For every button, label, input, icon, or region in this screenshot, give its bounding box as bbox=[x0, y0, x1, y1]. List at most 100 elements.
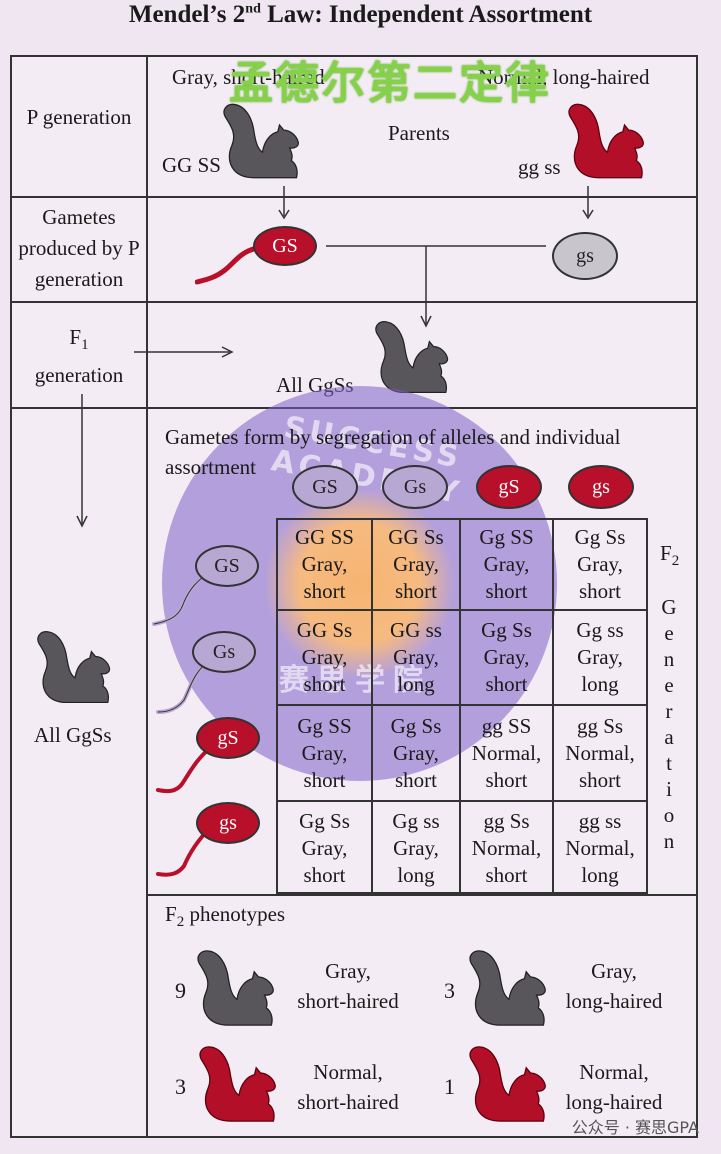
phenotype-label: Gray,long-haired bbox=[565, 959, 663, 1013]
top-gamete: Gs bbox=[382, 465, 448, 509]
side-gamete: gs bbox=[196, 802, 260, 844]
cell-genotype: Gg Ss bbox=[481, 618, 532, 642]
cell-genotype: Gg Ss bbox=[390, 713, 442, 738]
cell-phenotype: short bbox=[485, 862, 528, 887]
cell-phenotype: Gray, bbox=[301, 552, 348, 576]
down-arrow bbox=[76, 394, 88, 528]
p-generation-label: P generation bbox=[26, 105, 132, 129]
right-parent-genotype: gg ss bbox=[518, 155, 561, 179]
cell-genotype: GG Ss bbox=[296, 618, 353, 642]
cell-phenotype: short bbox=[579, 579, 621, 603]
gray-squirrel-icon bbox=[466, 944, 552, 1034]
f2-label: F2 bbox=[660, 541, 680, 570]
cell-genotype: Gg ss bbox=[392, 808, 440, 833]
cell-genotype: gg Ss bbox=[483, 808, 530, 833]
phenotype-count: 3 bbox=[175, 1074, 186, 1099]
gray-squirrel-icon bbox=[194, 944, 280, 1034]
f1-cross-genotype: All GgSs bbox=[34, 723, 112, 747]
grid-line bbox=[276, 609, 648, 611]
watermark-text: 赛思学院 bbox=[279, 663, 431, 698]
cell-genotype: GG ss bbox=[390, 618, 442, 642]
cell-phenotype: short bbox=[485, 579, 528, 603]
cell-phenotype: Normal, bbox=[471, 740, 542, 765]
cell-phenotype: Gray, bbox=[577, 552, 623, 576]
generation-letter: a bbox=[664, 725, 674, 749]
fertilization-connector bbox=[326, 245, 546, 328]
left-parent-label: Gray, short-haired bbox=[172, 65, 325, 89]
cell-genotype: gg SS bbox=[481, 713, 532, 738]
generation-letter: o bbox=[663, 803, 675, 827]
punnett-cell: GG SS Gray, short bbox=[278, 520, 371, 609]
top-gamete: gS bbox=[476, 465, 542, 509]
phenotype-count: 3 bbox=[444, 978, 455, 1003]
red-squirrel-icon bbox=[466, 1040, 552, 1130]
cell-phenotype: Gray, bbox=[483, 645, 530, 669]
cell-phenotype: Gray, bbox=[393, 740, 439, 765]
cell-genotype: Gg SS bbox=[479, 525, 534, 549]
left-parent-genotype: GG SS bbox=[162, 153, 221, 177]
f1-generation-label: F1 generation bbox=[34, 325, 124, 388]
column-divider bbox=[146, 55, 148, 1138]
top-gamete: GS bbox=[292, 465, 358, 509]
cell-phenotype: short bbox=[303, 579, 346, 603]
phenotype-count: 1 bbox=[444, 1074, 455, 1099]
cell-phenotype: long bbox=[581, 862, 619, 887]
grid-line bbox=[276, 800, 648, 802]
cell-genotype: Gg ss bbox=[576, 618, 624, 642]
row-divider bbox=[146, 894, 698, 896]
phenotype-count: 9 bbox=[175, 978, 186, 1003]
cell-phenotype: Gray, bbox=[393, 552, 439, 576]
f1-genotype: All GgSs bbox=[276, 373, 354, 397]
chinese-title-banner: 孟德尔第二定律 bbox=[229, 58, 551, 109]
gamete-gs-recessive: gs bbox=[552, 232, 618, 280]
gray-squirrel-icon bbox=[34, 626, 116, 710]
grid-line bbox=[459, 518, 461, 894]
cell-phenotype: Normal, bbox=[565, 740, 635, 765]
cell-phenotype: long bbox=[397, 672, 435, 696]
phenotype-label: Normal,short-haired bbox=[297, 1060, 399, 1114]
side-gamete: GS bbox=[195, 545, 259, 587]
grid-line bbox=[276, 704, 648, 706]
cell-phenotype: Gray, bbox=[483, 552, 530, 576]
top-gamete: gs bbox=[568, 465, 634, 509]
gray-squirrel-icon bbox=[220, 98, 305, 186]
grid-line bbox=[371, 518, 373, 894]
cell-genotype: gg Ss bbox=[576, 713, 624, 738]
phenotype-label: Gray,short-haired bbox=[297, 959, 399, 1013]
cell-genotype: Gg SS bbox=[297, 713, 352, 738]
cell-phenotype: Gray, bbox=[301, 645, 348, 669]
gray-squirrel-icon bbox=[372, 316, 454, 400]
cell-phenotype: short bbox=[485, 767, 528, 792]
phenotypes-title: F2 phenotypes bbox=[165, 902, 286, 931]
cell-phenotype: short bbox=[303, 767, 346, 792]
side-gamete: gS bbox=[196, 717, 260, 759]
grid-line bbox=[552, 518, 554, 894]
arrow-icon bbox=[278, 186, 290, 220]
cell-phenotype: long bbox=[581, 672, 619, 696]
cell-phenotype: Gray, bbox=[393, 835, 439, 860]
cell-phenotype: short bbox=[579, 767, 621, 792]
cell-genotype: GG SS bbox=[295, 525, 354, 549]
generation-letter: r bbox=[665, 699, 673, 723]
generation-letter: G bbox=[661, 595, 677, 619]
f1-arrow bbox=[134, 346, 234, 358]
cell-phenotype: Normal, bbox=[565, 835, 635, 860]
f2-header: Gametes form by segregation of alleles a… bbox=[165, 425, 621, 479]
generation-letter: i bbox=[666, 777, 672, 801]
right-parent-label: Normal, long-haired bbox=[478, 65, 650, 89]
page-title: Mendel’s 2nd Law: Independent Assortment bbox=[128, 1, 593, 28]
red-squirrel-icon bbox=[565, 98, 650, 186]
cell-phenotype: Gray, bbox=[301, 740, 348, 765]
cell-phenotype: short bbox=[395, 767, 437, 792]
cell-phenotype: Gray, bbox=[577, 645, 623, 669]
cell-phenotype: short bbox=[303, 862, 346, 887]
